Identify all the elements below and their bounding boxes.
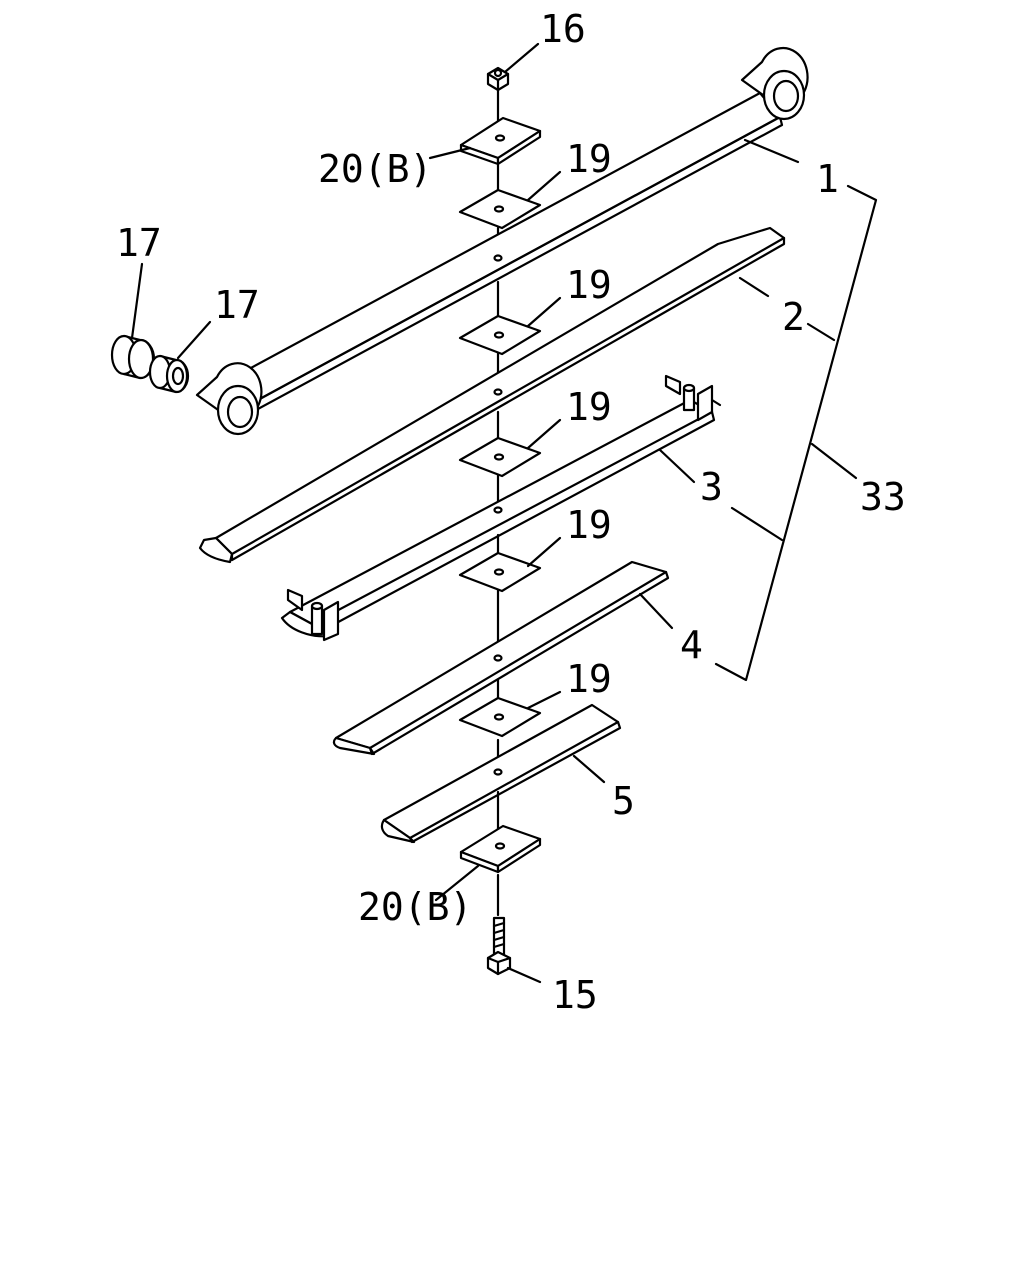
label-bolt: 15 — [552, 973, 598, 1017]
pad-1 — [458, 188, 542, 230]
label-leaf-2: 2 — [782, 295, 805, 339]
label-pad-1: 19 — [566, 137, 612, 181]
leaf-1-main — [195, 46, 809, 436]
callout-labels: 16 20(B) 19 17 17 19 19 19 19 1 2 3 33 4… — [116, 7, 906, 1017]
pad-2 — [458, 314, 542, 356]
leader-lines — [130, 42, 858, 984]
label-pad-4: 19 — [566, 503, 612, 547]
label-pad-2: 19 — [566, 263, 612, 307]
nut — [486, 66, 510, 92]
leaf-3 — [280, 374, 722, 642]
label-bushing-outer: 17 — [116, 221, 162, 265]
bushing-outer — [110, 334, 156, 380]
label-bushing-inner: 17 — [214, 283, 260, 327]
label-plate-bottom: 20(B) — [358, 885, 472, 929]
plate-top — [459, 116, 542, 166]
assembly-bracket — [714, 184, 878, 682]
label-leaf-1: 1 — [816, 157, 839, 201]
label-leaf-3: 3 — [700, 465, 723, 509]
leaf-5 — [380, 703, 622, 844]
pad-5 — [458, 696, 542, 738]
label-nut: 16 — [540, 7, 586, 51]
label-plate-top: 20(B) — [318, 147, 432, 191]
label-pad-5: 19 — [566, 657, 612, 701]
bolt — [486, 916, 512, 976]
label-leaf-4: 4 — [680, 623, 703, 667]
pad-3 — [458, 436, 542, 478]
plate-bottom — [459, 824, 542, 874]
pad-4 — [458, 551, 542, 593]
label-pad-3: 19 — [566, 385, 612, 429]
leaf-2 — [198, 226, 786, 564]
leaf-4 — [332, 560, 670, 756]
bushing-inner — [148, 354, 190, 394]
label-assembly: 33 — [860, 475, 906, 519]
label-leaf-5: 5 — [612, 779, 635, 823]
